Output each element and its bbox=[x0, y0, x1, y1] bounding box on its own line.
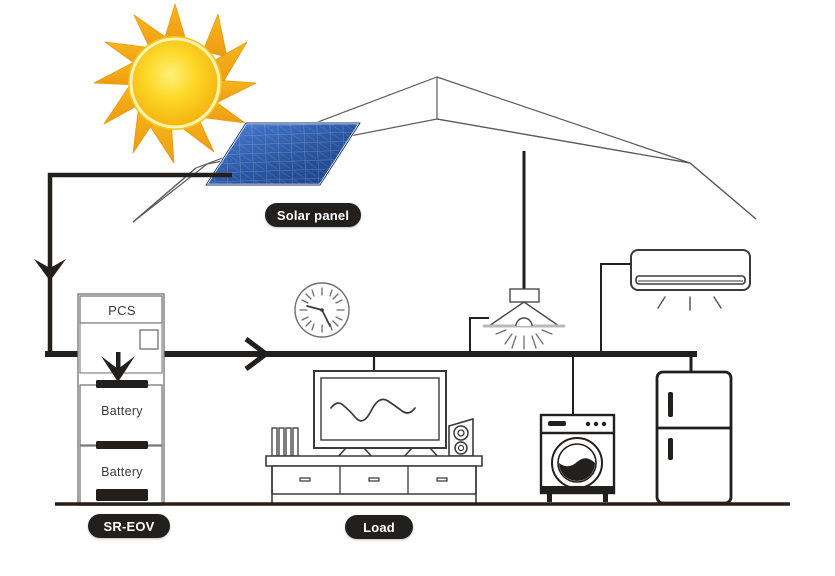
sun-icon bbox=[93, 3, 257, 164]
wall-clock-icon bbox=[294, 282, 350, 338]
arrow-right-icon bbox=[244, 337, 271, 371]
refrigerator-icon bbox=[655, 370, 733, 505]
washing-machine-icon bbox=[539, 354, 616, 502]
sr-eov-cabinet bbox=[77, 293, 165, 506]
solar-panel-label: Solar panel bbox=[265, 203, 361, 227]
arrow-down-icon bbox=[34, 259, 66, 281]
air-conditioner-icon bbox=[600, 249, 751, 354]
pcs-label: PCS bbox=[108, 303, 136, 318]
battery-2-label: Battery bbox=[101, 465, 143, 479]
battery-module-icon bbox=[79, 380, 163, 446]
pcs-unit-icon bbox=[79, 295, 163, 374]
solar-to-pcs-wire bbox=[34, 172, 232, 356]
sr-eov-label: SR-EOV bbox=[88, 514, 170, 538]
books-decor-icon bbox=[271, 427, 299, 457]
speaker-icon bbox=[448, 417, 474, 457]
television-icon bbox=[313, 354, 447, 460]
load-label: Load bbox=[345, 515, 413, 539]
solar-panel-icon bbox=[203, 121, 363, 187]
battery-1-label: Battery bbox=[101, 404, 143, 418]
tv-cabinet-icon bbox=[265, 455, 483, 503]
pendant-lamp-icon bbox=[469, 151, 566, 354]
house-roof-icon bbox=[132, 76, 757, 223]
arrow-down-into-battery-icon bbox=[101, 352, 135, 382]
